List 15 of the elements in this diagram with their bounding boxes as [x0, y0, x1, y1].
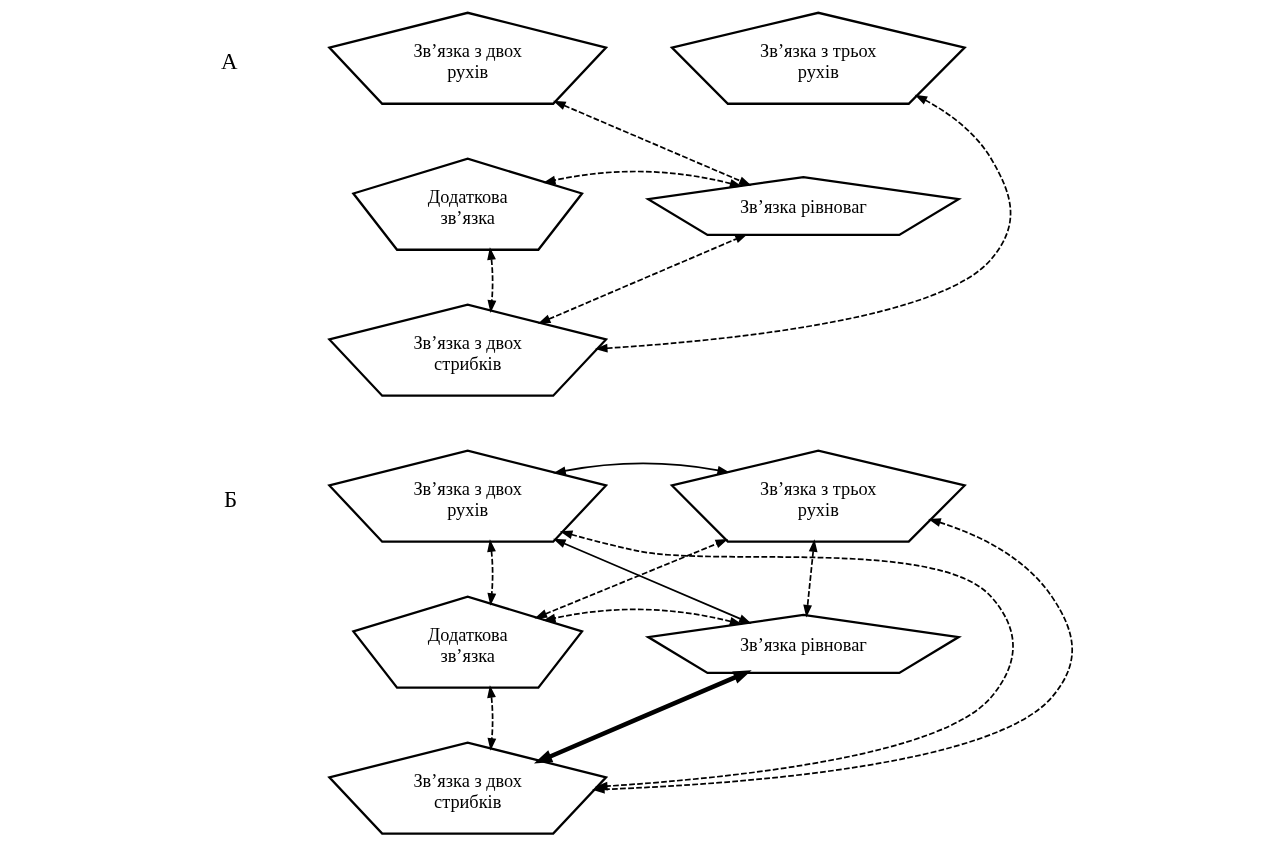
label: А	[221, 48, 238, 74]
arrow	[803, 539, 818, 618]
arrow	[542, 608, 743, 626]
arrow	[553, 100, 752, 186]
arrow	[542, 170, 743, 188]
arrow	[553, 462, 731, 476]
arrow	[537, 234, 748, 324]
label: Б	[223, 486, 238, 512]
arrow	[533, 670, 752, 764]
arrow	[487, 247, 497, 313]
arrow	[487, 685, 497, 751]
arrow	[534, 539, 729, 619]
arrow	[553, 538, 752, 624]
arrow	[487, 539, 497, 606]
arrow	[594, 94, 1012, 353]
